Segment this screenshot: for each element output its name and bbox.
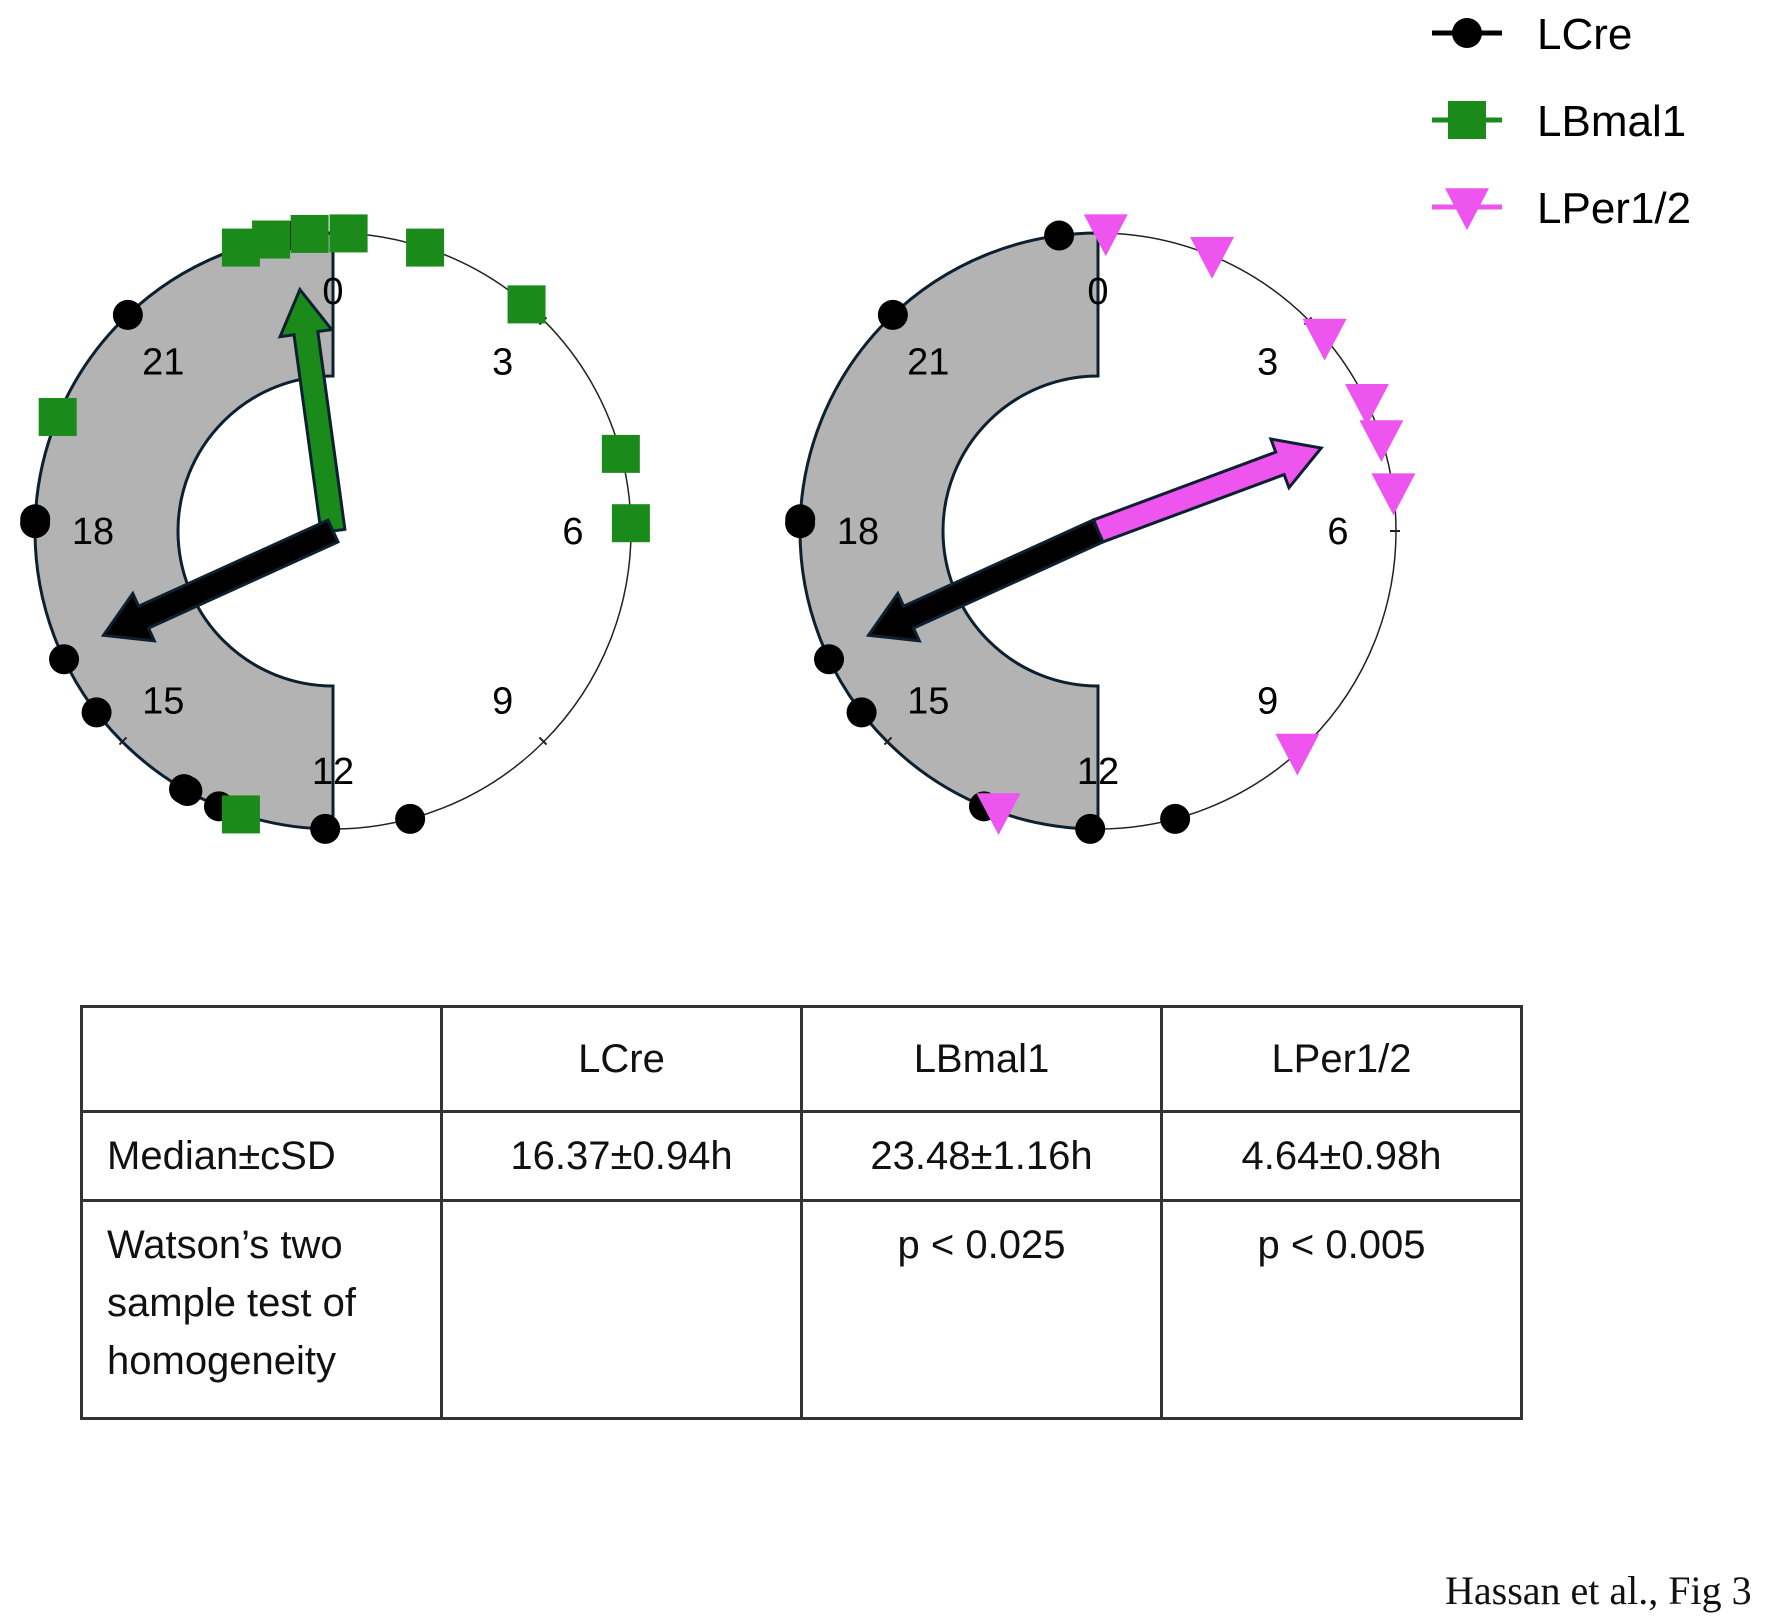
median-lcre: 16.37±0.94h [440,1110,803,1202]
data-point-lper1-2 [1359,420,1404,463]
table-row-watson: Watson’s two sample test of homogeneity … [80,1199,1523,1420]
data-point-lcre [1160,803,1191,834]
table-header-lbmal1: LBmal1 [800,1005,1163,1113]
table-header-lcre: LCre [440,1005,803,1113]
watson-lper: p < 0.005 [1160,1199,1523,1420]
watson-label-line-1: Watson’s two [107,1223,343,1267]
watson-label-line-2: sample test of [107,1281,357,1325]
mean-arrow-lper1-2 [1091,437,1324,545]
data-point-lper1-2 [1371,473,1416,516]
tick-label-9: 9 [1257,681,1278,723]
tick-label-0: 0 [322,271,343,313]
data-point-lbmal1 [221,228,260,267]
data-point-lcre [814,644,845,675]
watson-lcre [440,1199,803,1420]
tick-label-6: 6 [1327,511,1348,553]
data-point-lcre [172,776,203,807]
data-point-lcre [846,697,877,728]
clock-plot-left: 0 3 6 9 12 15 18 21 [20,214,650,844]
data-point-lbmal1 [329,214,368,253]
legend-marker-lcre [1452,18,1482,48]
tick-label-12: 12 [312,751,354,793]
tick-label-18: 18 [837,511,879,553]
tick-label-21: 21 [142,341,184,383]
data-point-lbmal1 [601,434,640,473]
tick-mark-15 [118,736,128,746]
data-point-lcre [49,644,80,675]
data-point-lbmal1 [221,795,260,834]
mean-arrow-lbmal1 [277,286,347,535]
data-point-lbmal1 [406,228,445,267]
data-point-lcre [81,697,112,728]
tick-mark-9 [538,736,548,746]
tick-label-21: 21 [907,341,949,383]
data-point-lcre [877,299,908,330]
mean-arrow-lcre [865,518,1105,643]
watson-label: Watson’s two sample test of homogeneity [80,1199,443,1420]
data-point-lcre [310,813,341,844]
tick-label-15: 15 [907,681,949,723]
table-row-median: Median±cSD 16.37±0.94h 23.48±1.16h 4.64±… [80,1110,1523,1202]
tick-label-3: 3 [492,341,513,383]
data-point-lcre [395,803,426,834]
table-header-lper: LPer1/2 [1160,1005,1523,1113]
legend-marker-lper1-2 [1445,188,1489,231]
median-label: Median±cSD [80,1110,443,1202]
watson-label-line-3: homogeneity [107,1339,337,1383]
tick-mark-15 [883,736,893,746]
data-point-lper1-2 [1275,733,1320,776]
stats-table: LCre LBmal1 LPer1/2 Median±cSD 16.37±0.9… [80,1005,1523,1420]
data-point-lbmal1 [507,285,546,324]
data-point-lcre [112,299,143,330]
legend-label-lcre: LCre [1537,10,1632,59]
table-header-row: LCre LBmal1 LPer1/2 [80,1005,1523,1113]
data-point-lper1-2 [1344,384,1389,426]
data-point-lper1-2 [976,793,1021,836]
table-header-empty [80,1005,443,1113]
legend-label-lbmal1: LBmal1 [1537,97,1686,146]
tick-label-15: 15 [142,681,184,723]
legend-label-lper1-2: LPer1/2 [1537,184,1691,233]
data-point-lbmal1 [611,504,650,543]
tick-label-9: 9 [492,681,513,723]
data-point-lbmal1 [38,397,77,436]
figure-credit: Hassan et al., Fig 3 [1445,1568,1752,1613]
mean-arrow-lcre [100,518,340,643]
data-point-lcre [1044,220,1075,251]
tick-label-3: 3 [1257,341,1278,383]
tick-label-12: 12 [1077,751,1119,793]
data-point-lbmal1 [290,214,329,253]
data-point-lper1-2 [1083,214,1128,257]
data-point-lper1-2 [1302,318,1347,361]
data-point-lcre [785,504,816,535]
data-point-lcre [20,504,51,535]
tick-label-18: 18 [72,511,114,553]
legend-marker-lbmal1 [1448,101,1486,139]
data-point-lper1-2 [1190,236,1235,279]
watson-lbmal1: p < 0.025 [800,1199,1163,1420]
clock-plot-right: 0 3 6 9 12 15 18 21 [785,214,1416,844]
median-lper: 4.64±0.98h [1160,1110,1523,1202]
data-point-lcre [1075,813,1106,844]
tick-label-6: 6 [562,511,583,553]
tick-label-0: 0 [1087,271,1108,313]
median-lbmal1: 23.48±1.16h [800,1110,1163,1202]
